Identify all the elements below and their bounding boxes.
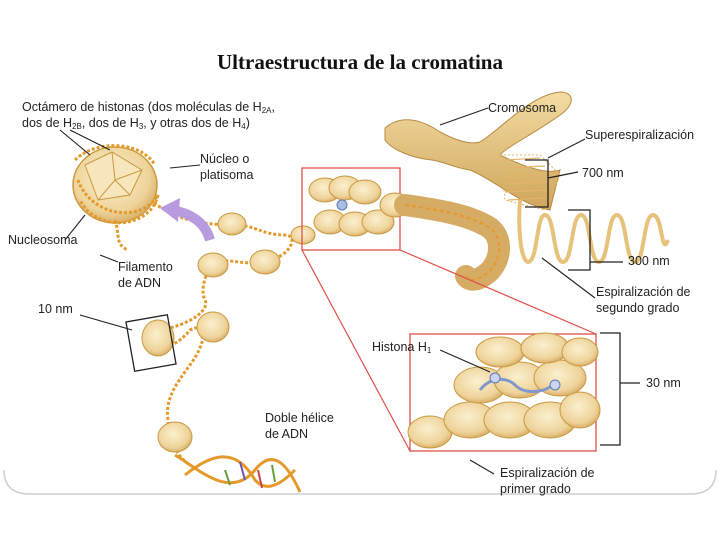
nm700-label: 700 nm (582, 166, 624, 180)
doble-helice-label: Doble hélice de ADN (265, 411, 334, 441)
leader-lines (59, 107, 596, 475)
histona-h1-label: Histona H1 (372, 340, 432, 355)
octamer-label: Octámero de histonas (dos moléculas de H… (22, 100, 275, 131)
zoom-line-right (399, 249, 597, 335)
bracket-700 (525, 159, 579, 208)
zoom-line-left (301, 249, 411, 452)
bracket-30 (600, 332, 640, 446)
diagram-title: Ultraestructura de la cromatina (217, 50, 503, 74)
chromosome-illustration (384, 91, 572, 211)
nucleosoma-label: Nucleosoma (8, 233, 78, 247)
supercoil-700-lines (504, 157, 551, 201)
nm30-label: 30 nm (646, 376, 681, 390)
solenoid-coil (308, 175, 510, 291)
nm300-label: 300 nm (628, 254, 670, 268)
filamento-label: Filamento de ADN (118, 260, 173, 290)
double-helix-illustration (174, 453, 302, 493)
supercoil-700 (499, 154, 561, 211)
nucleosome-illustration (72, 144, 160, 252)
espiralizacion-primer-label: Espiralización de primer grado (500, 466, 595, 496)
bracket-300 (568, 209, 623, 271)
cromosoma-label: Cromosoma (488, 101, 557, 115)
superespiralizacion-label: Superespiralización (585, 128, 695, 142)
ten-nm-box (125, 313, 177, 373)
solenoid-zoom (407, 332, 601, 449)
espiralizacion-segundo-label: Espiralización de segundo grado (596, 285, 691, 315)
red-box-large (409, 333, 597, 452)
ten-nm-label: 10 nm (38, 302, 73, 316)
nucleosome-beads (141, 212, 316, 453)
nucleo-label: Núcleo o platisoma (200, 152, 254, 182)
frame-line (3, 469, 717, 495)
